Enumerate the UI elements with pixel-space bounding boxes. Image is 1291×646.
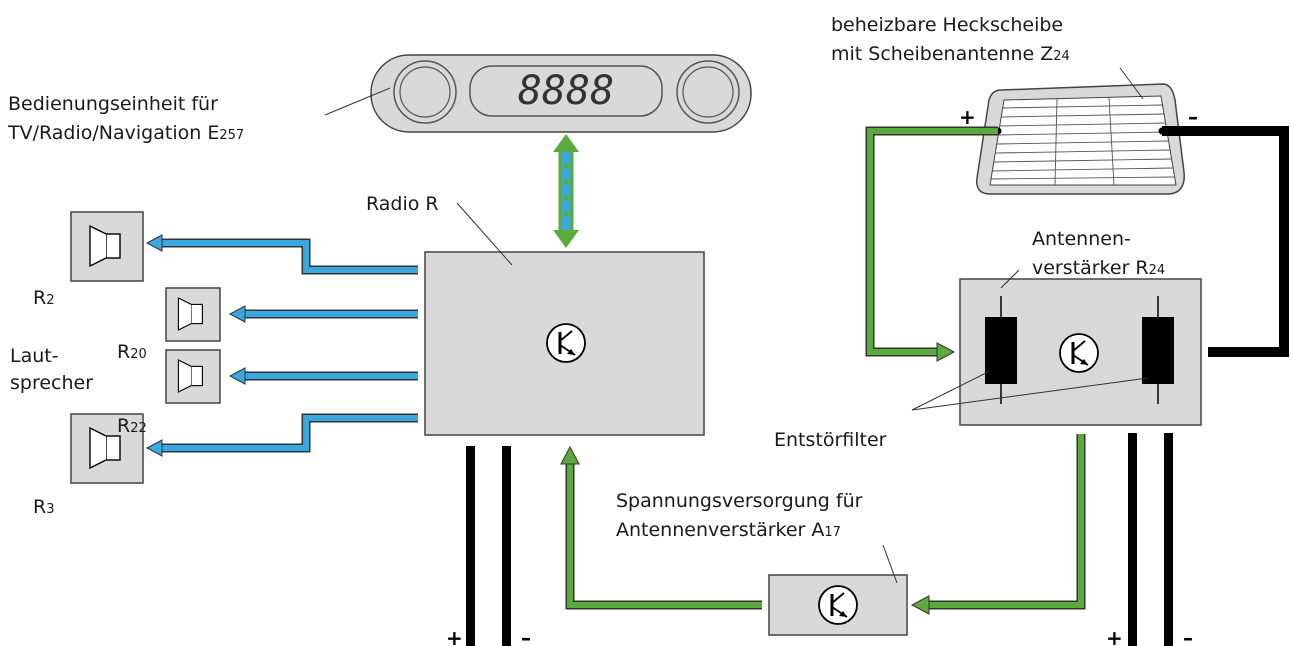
speaker-r2 [70,211,144,282]
supply-line-to-radio [560,445,762,610]
svg-text:+: + [1106,626,1123,646]
control-unit-label-line2: TV/Radio/Navigation E257 [7,122,244,144]
control-unit-label-line1: Bedienungseinheit für [8,93,218,115]
amplifier-label-line1: Antennen- [1032,228,1131,250]
speaker-r22-label: R22 [117,415,147,437]
rear-window [976,83,1185,195]
radio-label: Radio R [366,193,439,215]
speaker-r3-label: R3 [33,496,54,518]
amplifier-transistor-icon [1058,332,1100,374]
speaker-r22 [165,349,221,404]
supply-line-to-a17 [910,434,1086,615]
radio-power-leads: + – [446,446,531,646]
speakers-title-line1: Laut- [10,345,59,367]
window-plus-terminal: + [959,105,976,129]
speaker-r20 [165,287,221,342]
power-supply-label-line1: Spannungsversorgung für [616,490,863,512]
audio-lines [145,234,418,457]
antenna-line [865,126,998,362]
amplifier-power-leads: + – [1106,433,1193,646]
filter-label: Entstörfilter [774,429,887,451]
svg-text:–: – [1183,626,1193,646]
speaker-r3 [70,413,144,484]
speakers-title-line2: sprecher [10,372,93,394]
radio-transistor-icon [545,322,587,364]
data-bus-arrow [553,134,579,248]
speaker-r20-label: R20 [117,341,147,363]
power-supply-unit [768,574,908,636]
rear-window-label-line2: mit Scheibenantenne Z24 [831,43,1070,65]
power-supply-transistor-icon [817,584,859,626]
display-readout: 8888 [518,68,614,114]
control-unit: 8888 [370,54,752,133]
svg-text:–: – [521,626,531,646]
filter-left [985,296,1017,404]
ground-line [1162,126,1289,357]
amplifier-label-line2: verstärker R24 [1032,257,1165,279]
rear-window-label-line1: beheizbare Heckscheibe [831,14,1063,36]
window-minus-terminal: – [1188,105,1198,129]
filter-right [1142,296,1174,404]
power-supply-label-line2: Antennenverstärker A17 [616,519,841,541]
svg-text:+: + [446,626,463,646]
speaker-r2-label: R2 [33,287,54,309]
